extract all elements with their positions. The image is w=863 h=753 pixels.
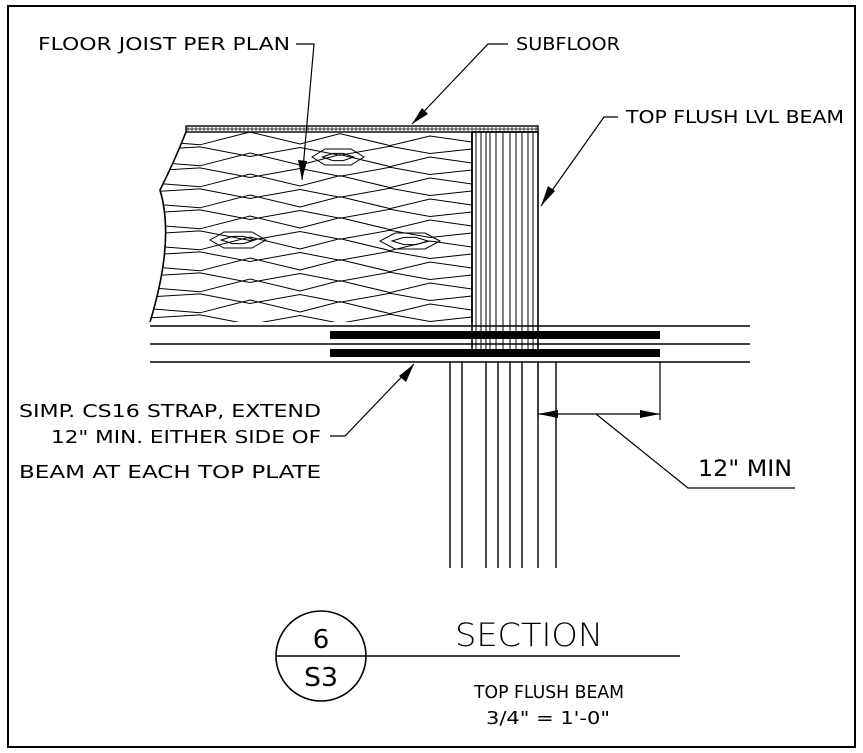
subfloor-label: SUBFLOOR [516,34,620,55]
dimension-label: 12" MIN [698,457,792,482]
section-subtitle: TOP FLUSH BEAM [473,682,624,703]
dimension-12-min [537,362,795,489]
floor-joist [149,131,473,323]
drawing-border [7,5,856,748]
lvl-beam-label: TOP FLUSH LVL BEAM [625,107,844,128]
sheet-number: S3 [304,663,338,693]
wall-studs [449,362,557,568]
detail-number: 6 [313,625,330,655]
subfloor-sheathing [185,125,539,133]
scale-text: 3/4" = 1'-0" [486,708,610,729]
floor-joist-label: FLOOR JOIST PER PLAN [38,34,290,55]
strap-note-line1: SIMP. CS16 STRAP, EXTEND [19,401,321,422]
cs16-straps [330,331,660,357]
title-block: 6 S3 SECTION TOP FLUSH BEAM 3/4" = 1'-0" [275,610,680,729]
strap-note-line2: 12" MIN. EITHER SIDE OF [51,427,321,448]
leader-lines [296,43,618,437]
section-title: SECTION [455,616,603,654]
strap-note-line3: BEAM AT EACH TOP PLATE [19,462,321,483]
lvl-beam [471,131,539,353]
